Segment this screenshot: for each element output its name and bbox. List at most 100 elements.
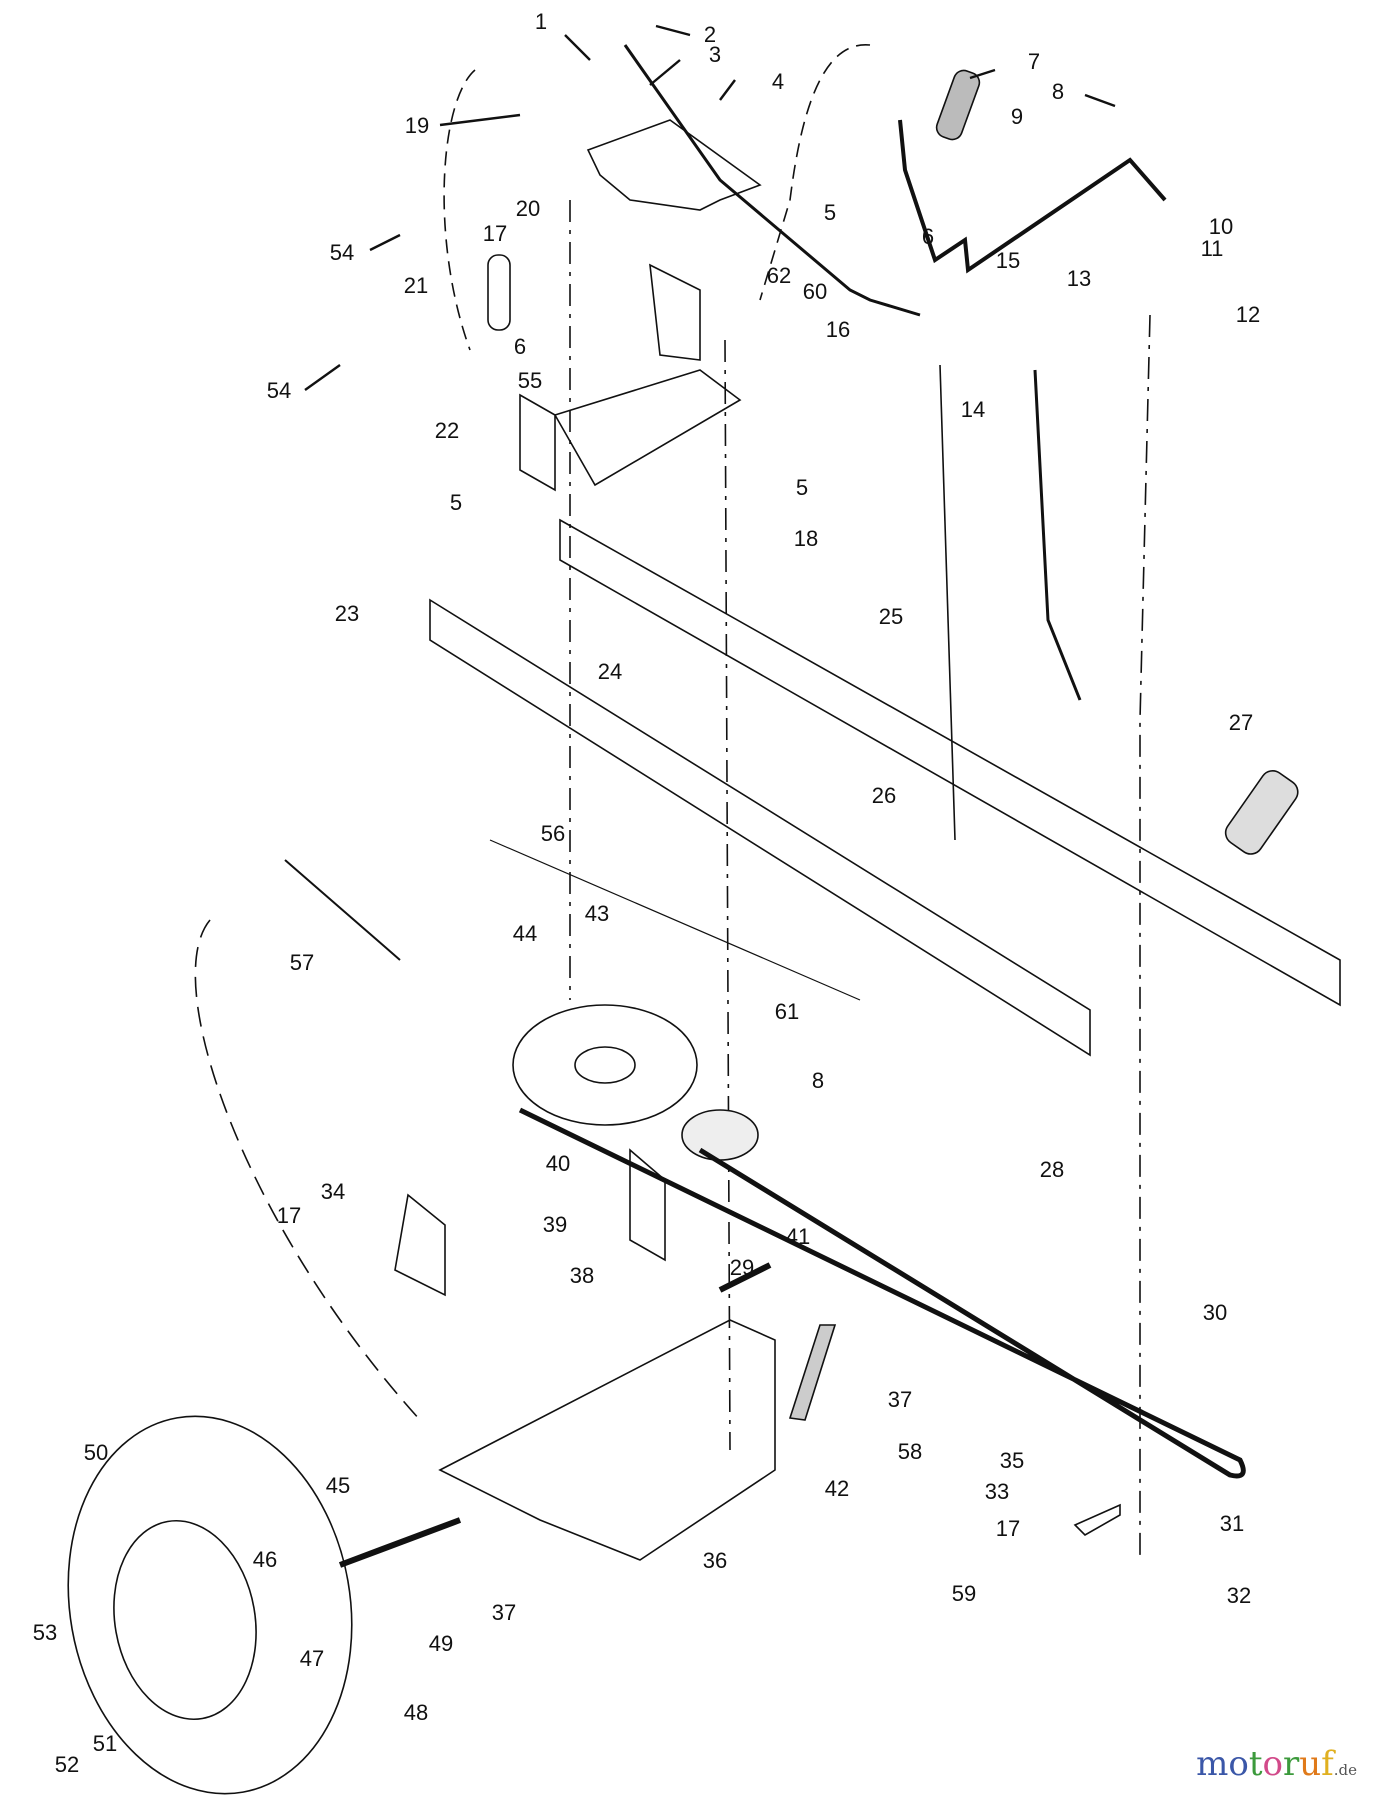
watermark-letter: t [1248, 1744, 1263, 1784]
callout-37: 37 [491, 1600, 517, 1625]
watermark-letter: r [1282, 1744, 1300, 1784]
pedal-lever [898, 119, 1167, 274]
callout-22: 22 [434, 418, 460, 443]
callout-4: 4 [771, 69, 785, 94]
callout-24: 24 [597, 659, 623, 684]
callout-21: 21 [403, 273, 429, 298]
rim [113, 1519, 257, 1721]
callout-18: 18 [793, 526, 819, 551]
callout-15: 15 [995, 248, 1021, 273]
callout-46: 46 [252, 1547, 278, 1572]
callout-33: 33 [984, 1479, 1010, 1504]
callout-52: 52 [54, 1752, 80, 1777]
watermark-letter: m [1196, 1744, 1229, 1784]
callout-47: 47 [299, 1646, 325, 1671]
callout-6: 6 [513, 334, 527, 359]
callout-56: 56 [540, 821, 566, 846]
callout-29: 29 [729, 1255, 755, 1280]
bracket-34 [394, 1193, 446, 1297]
callout-27: 27 [1228, 710, 1254, 735]
callout-51: 51 [92, 1731, 118, 1756]
watermark-letter: o [1262, 1744, 1283, 1784]
bracket-16 [649, 263, 701, 361]
callout-23: 23 [334, 601, 360, 626]
callout-17: 17 [482, 221, 508, 246]
watermark-logo: motoruf.de [1196, 1744, 1357, 1784]
frame-rail-left [429, 598, 1091, 1057]
callout-12: 12 [1235, 302, 1261, 327]
pedal-pad [935, 69, 981, 141]
callout-43: 43 [584, 901, 610, 926]
callout-32: 32 [1226, 1583, 1252, 1608]
callout-19: 19 [404, 113, 430, 138]
callout-59: 59 [951, 1581, 977, 1606]
bracket-22 [519, 369, 742, 492]
callout-17: 17 [276, 1203, 302, 1228]
callout-10: 10 [1208, 214, 1234, 239]
callout-6: 6 [921, 224, 935, 249]
callout-30: 30 [1202, 1300, 1228, 1325]
callout-36: 36 [702, 1548, 728, 1573]
callout-2: 2 [703, 22, 717, 47]
clamp-31 [1073, 1503, 1121, 1536]
callout-8: 8 [811, 1068, 825, 1093]
callout-48: 48 [403, 1700, 429, 1725]
callout-41: 41 [785, 1224, 811, 1249]
callout-38: 38 [569, 1263, 595, 1288]
callout-35: 35 [999, 1448, 1025, 1473]
callout-20: 20 [515, 196, 541, 221]
callout-49: 49 [428, 1631, 454, 1656]
callout-11: 11 [1200, 236, 1224, 261]
callout-1: 1 [534, 9, 548, 34]
spring-21 [487, 254, 511, 331]
callout-3: 3 [708, 42, 722, 67]
callout-55: 55 [517, 368, 543, 393]
callout-5: 5 [795, 475, 809, 500]
callout-13: 13 [1066, 266, 1092, 291]
watermark-letter: o [1228, 1744, 1249, 1784]
callout-53: 53 [32, 1620, 58, 1645]
callout-25: 25 [878, 604, 904, 629]
watermark-letter: f [1321, 1744, 1334, 1784]
callout-60: 60 [802, 279, 828, 304]
drive-belt [518, 1107, 1246, 1479]
shift-rod [1033, 369, 1082, 701]
callout-54: 54 [329, 240, 355, 265]
watermark-tld: .de [1333, 1761, 1357, 1779]
callout-39: 39 [542, 1212, 568, 1237]
callout-31: 31 [1219, 1511, 1245, 1536]
callout-17: 17 [995, 1516, 1021, 1541]
tire [67, 1415, 353, 1795]
drive-pulley [512, 1004, 698, 1126]
callout-26: 26 [871, 783, 897, 808]
callout-42: 42 [824, 1476, 850, 1501]
callout-62: 62 [766, 263, 792, 288]
watermark-letter: u [1299, 1744, 1322, 1784]
callout-14: 14 [960, 397, 986, 422]
callout-40: 40 [545, 1151, 571, 1176]
callout-50: 50 [83, 1440, 109, 1465]
callout-61: 61 [774, 999, 800, 1024]
idler-pulley [681, 1109, 759, 1161]
callout-7: 7 [1027, 49, 1041, 74]
callout-28: 28 [1039, 1157, 1065, 1182]
callout-5: 5 [823, 200, 837, 225]
bracket-40 [629, 1148, 666, 1262]
callout-37: 37 [887, 1387, 913, 1412]
callout-45: 45 [325, 1473, 351, 1498]
callout-8: 8 [1051, 79, 1065, 104]
control-bracket [586, 119, 762, 211]
callout-58: 58 [897, 1439, 923, 1464]
callout-54: 54 [266, 378, 292, 403]
control-rod [623, 44, 921, 317]
callout-16: 16 [825, 317, 851, 342]
callout-44: 44 [512, 921, 538, 946]
callout-9: 9 [1010, 104, 1024, 129]
transaxle [438, 1319, 776, 1561]
callout-57: 57 [289, 950, 315, 975]
callout-5: 5 [449, 490, 463, 515]
knob [1224, 770, 1299, 855]
arm-42 [788, 1324, 837, 1421]
